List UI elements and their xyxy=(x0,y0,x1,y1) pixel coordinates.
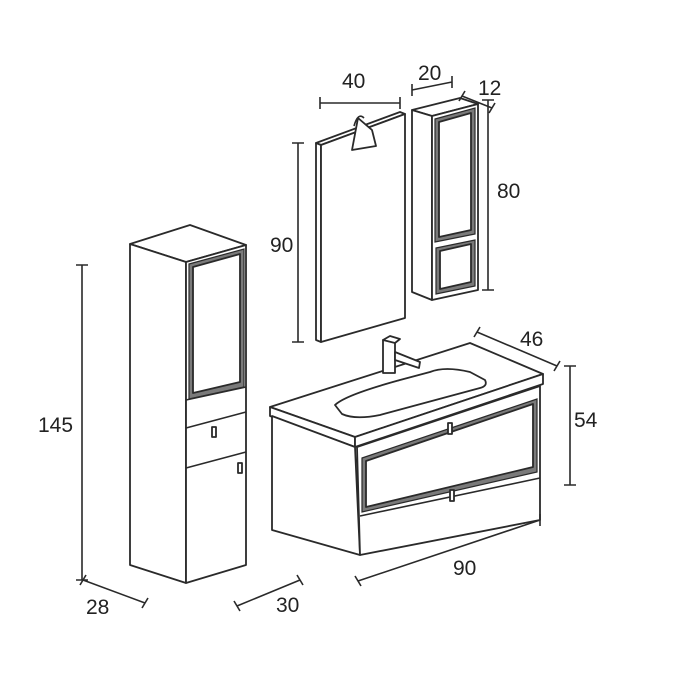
dimension-lines xyxy=(76,76,576,612)
dim-cabinet-height: 80 xyxy=(497,180,520,203)
dim-column-depth: 28 xyxy=(86,596,109,619)
dim-column-width: 30 xyxy=(276,594,299,617)
dim-cabinet-depth: 12 xyxy=(478,77,501,100)
faucet xyxy=(382,335,421,374)
dim-vanity-width: 90 xyxy=(453,557,476,580)
drawer-handle xyxy=(449,489,455,502)
door-handle xyxy=(237,462,243,474)
lamp-icon xyxy=(351,117,377,151)
wall-cabinet xyxy=(411,97,479,301)
mirror xyxy=(315,111,406,343)
drawer-handle xyxy=(447,422,453,435)
drawer-handle xyxy=(211,426,217,438)
dim-cabinet-width: 20 xyxy=(418,62,441,85)
basin xyxy=(334,368,487,419)
dim-vanity-depth: 46 xyxy=(520,328,543,351)
dim-mirror-width: 40 xyxy=(342,70,365,93)
dim-column-height: 145 xyxy=(38,414,73,437)
dim-mirror-height: 90 xyxy=(270,234,293,257)
tall-column xyxy=(129,224,247,584)
dim-vanity-height: 54 xyxy=(574,409,598,432)
vanity xyxy=(269,335,544,556)
dimension-labels: 40 20 12 80 90 145 28 30 46 54 90 xyxy=(38,62,598,619)
